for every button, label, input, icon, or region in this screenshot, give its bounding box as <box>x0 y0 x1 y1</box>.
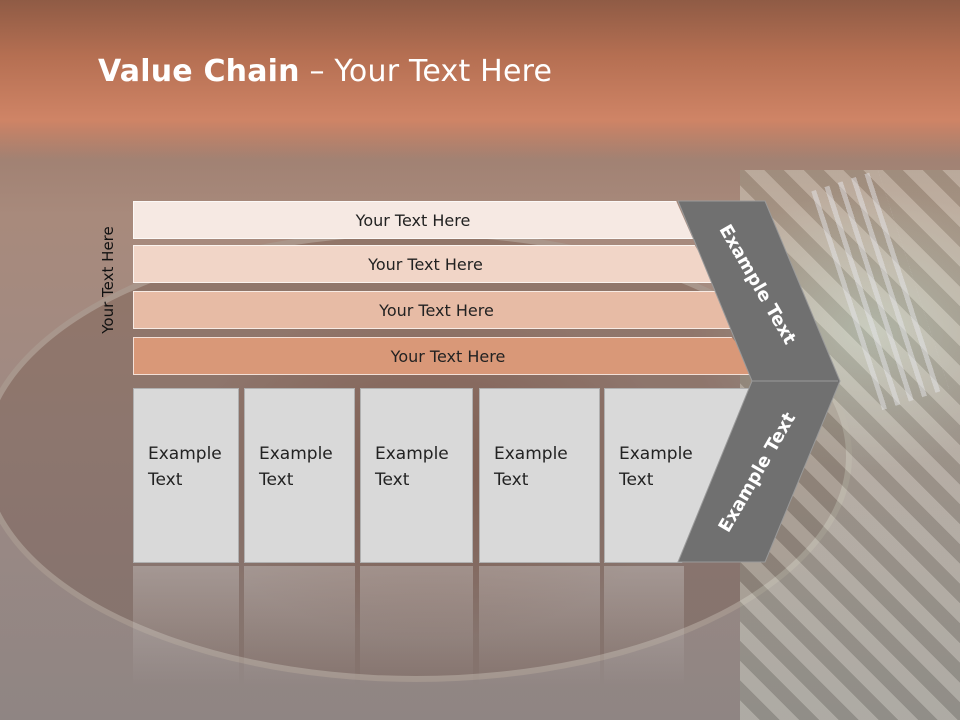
header-band <box>0 0 960 160</box>
column-2-line2: Text <box>259 470 294 490</box>
column-5-line2: Text <box>619 470 654 490</box>
column-3[interactable]: Example Text <box>360 388 473 563</box>
row-2[interactable]: Your Text Here <box>133 245 718 283</box>
row-1[interactable]: Your Text Here <box>133 201 693 239</box>
column-1-line1: Example <box>148 444 222 464</box>
row-3-label: Your Text Here <box>379 301 494 320</box>
column-2[interactable]: Example Text <box>244 388 355 563</box>
column-1-reflection <box>133 566 239 686</box>
column-3-line2: Text <box>375 470 410 490</box>
row-4-label: Your Text Here <box>390 347 506 366</box>
column-5-reflection <box>604 566 684 686</box>
row-4[interactable]: Your Text Here <box>133 337 763 375</box>
column-1-line2: Text <box>148 470 183 490</box>
column-4-line1: Example <box>494 444 568 464</box>
side-label: Your Text Here <box>99 226 117 334</box>
column-2-line1: Example <box>259 444 333 464</box>
column-5-line1: Example <box>619 444 693 464</box>
column-1[interactable]: Example Text <box>133 388 239 563</box>
column-3-reflection <box>360 566 473 686</box>
slide-title: Value Chain – Your Text Here <box>98 54 552 89</box>
column-4-line2: Text <box>494 470 529 490</box>
column-3-line1: Example <box>375 444 449 464</box>
title-rest: – Your Text Here <box>299 54 553 89</box>
column-2-reflection <box>244 566 355 686</box>
row-1-label: Your Text Here <box>355 211 471 230</box>
column-4-reflection <box>479 566 600 686</box>
column-4[interactable]: Example Text <box>479 388 600 563</box>
row-3[interactable]: Your Text Here <box>133 291 740 329</box>
row-2-label: Your Text Here <box>368 255 483 274</box>
title-bold: Value Chain <box>98 54 300 89</box>
